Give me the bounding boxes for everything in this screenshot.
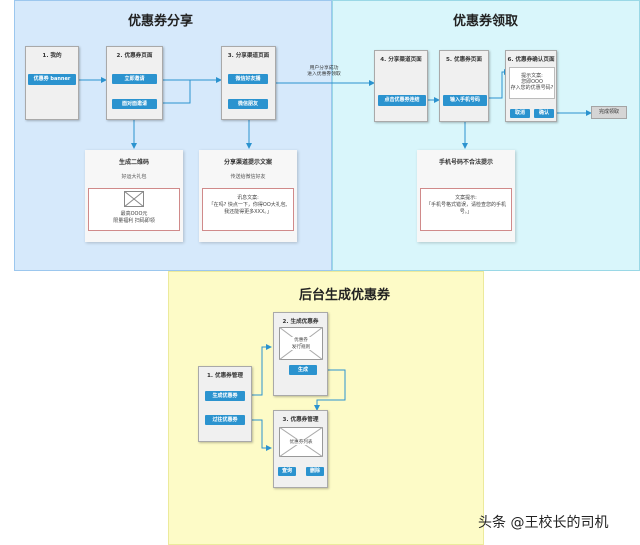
image-placeholder-icon	[279, 327, 323, 360]
coupon-list-placeholder: 优惠券列表	[279, 427, 323, 457]
confirm-prompt-box: 提示文案: 您即OOO 存入您的优惠号码?	[509, 67, 555, 99]
confirm-button[interactable]: 确认	[534, 109, 554, 118]
screen-generate-coupon: 2. 生成优惠券 优惠券 发行规则 生成	[273, 312, 328, 396]
watermark: 头条 @王校长的司机	[478, 515, 609, 531]
gen-line2: 发行规则	[288, 344, 314, 350]
delete-button[interactable]: 删除	[306, 467, 324, 476]
screen-share-channel-title: 3. 分享渠道页面	[227, 53, 270, 59]
phone-card-title: 手机号码不合法提示	[438, 159, 493, 166]
tip-line1: 讯息文案:	[237, 195, 259, 201]
screen-coupon: 2. 优惠券页面 立即邀请 面对面邀请	[106, 46, 163, 120]
coupon-list-label: 优惠券列表	[286, 439, 316, 445]
invite-now-button[interactable]: 立即邀请	[112, 74, 157, 84]
arrow-label-line2: 进入优惠券领取	[307, 72, 341, 77]
qr-line1: 最高OOO元	[120, 211, 148, 217]
qr-card-subtitle: 好运大礼包	[121, 174, 147, 180]
cancel-button[interactable]: 取消	[510, 109, 530, 118]
screen-share-channel-get: 4. 分享渠道页面 点击优惠券连结	[374, 50, 428, 122]
qr-card-title: 生成二维码	[118, 159, 149, 166]
arrow-m1-m3	[252, 419, 272, 451]
arrow-label-line1: 用户分享成功	[309, 66, 339, 71]
screen4-title: 4. 分享渠道页面	[380, 57, 422, 63]
screen-coupon-manage: 1. 优惠券管理 生成优惠券 过往优惠券	[198, 366, 252, 442]
share-tip-card: 分享渠道提示文案 传送给微信好友 讯息文案: 「在吗? 快点一下，你得OO大礼包…	[199, 150, 297, 242]
screen-my: 1. 我的 优惠券 banner	[25, 46, 79, 120]
query-button[interactable]: 查询	[278, 467, 296, 476]
screen-coupon-get: 5. 优惠券页面 输入手机号码	[439, 50, 489, 122]
tip-card-title: 分享渠道提示文案	[223, 159, 272, 166]
gen-line1: 优惠券	[288, 337, 314, 343]
enter-phone-button[interactable]: 输入手机号码	[443, 95, 487, 106]
tip-card-subtitle: 传送给微信好友	[230, 174, 266, 180]
tip-line3: 我还能得更多XXX。」	[224, 209, 272, 215]
confirm-line3: 存入您的优惠号码?	[510, 85, 554, 91]
generate-button[interactable]: 生成	[289, 365, 317, 375]
coupon-banner-button[interactable]: 优惠券 banner	[28, 74, 76, 85]
qr-line2: 限量福利 扫码即领	[113, 218, 155, 224]
backend-title: 后台生成优惠券	[299, 288, 391, 303]
gen-title: 2. 生成优惠券	[282, 319, 319, 325]
manage1-title: 1. 优惠券管理	[207, 373, 243, 379]
phone-line3: 号。」	[459, 209, 473, 215]
screen-coupon-title: 2. 优惠券页面	[116, 53, 153, 59]
phone-line2: 「手机号格式错误，请检查您的手机	[425, 202, 506, 208]
arrow-m1-gen	[252, 344, 272, 396]
click-coupon-link-button[interactable]: 点击优惠券连结	[378, 95, 426, 106]
image-placeholder-icon	[124, 191, 144, 207]
screen-coupon-confirm: 6. 优惠券确认页面 提示文案: 您即OOO 存入您的优惠号码? 取消 确认	[505, 50, 557, 122]
rules-placeholder: 优惠券 发行规则	[279, 327, 323, 360]
confirm-line1: 提示文案:	[521, 73, 543, 79]
generate-coupon-button[interactable]: 生成优惠券	[205, 391, 245, 401]
wechat-moments-button[interactable]: 微信朋友	[228, 99, 268, 109]
confirm-line2: 您即OOO	[521, 79, 543, 85]
share-title: 优惠券分享	[128, 14, 194, 29]
phone-line1: 文案提示:	[455, 195, 477, 201]
screen-coupon-manage-list: 3. 优惠券管理 优惠券列表 查询 删除	[273, 410, 328, 488]
tip-text-box: 讯息文案: 「在吗? 快点一下，你得OO大礼包, 我还能得更多XXX。」	[202, 188, 294, 231]
share-success-label: 用户分享成功 进入优惠券领取	[290, 66, 358, 78]
arrow-gen-m3	[314, 369, 346, 411]
get-title: 优惠券领取	[453, 14, 519, 29]
screen6-title: 6. 优惠券确认页面	[507, 57, 555, 63]
manage3-title: 3. 优惠券管理	[282, 417, 319, 423]
screen-my-title: 1. 我的	[42, 53, 62, 59]
claim-complete-node: 完成领取	[591, 106, 627, 119]
screen5-title: 5. 优惠券页面	[446, 57, 482, 63]
phone-tip-box: 文案提示: 「手机号格式错误，请检查您的手机 号。」	[420, 188, 512, 231]
past-coupons-button[interactable]: 过往优惠券	[205, 415, 245, 425]
screen-share-channel: 3. 分享渠道页面 微信好友播 微信朋友	[221, 46, 276, 120]
face-to-face-invite-button[interactable]: 面对面邀请	[112, 99, 157, 109]
qr-preview-box: 最高OOO元 限量福利 扫码即领	[88, 188, 180, 231]
qr-code-card: 生成二维码 好运大礼包 最高OOO元 限量福利 扫码即领	[85, 150, 183, 242]
phone-invalid-card: 手机号码不合法提示 文案提示: 「手机号格式错误，请检查您的手机 号。」	[417, 150, 515, 242]
tip-line2: 「在吗? 快点一下，你得OO大礼包,	[208, 202, 288, 208]
wechat-friend-button[interactable]: 微信好友播	[228, 74, 268, 84]
arrow-2-3b	[163, 80, 191, 104]
